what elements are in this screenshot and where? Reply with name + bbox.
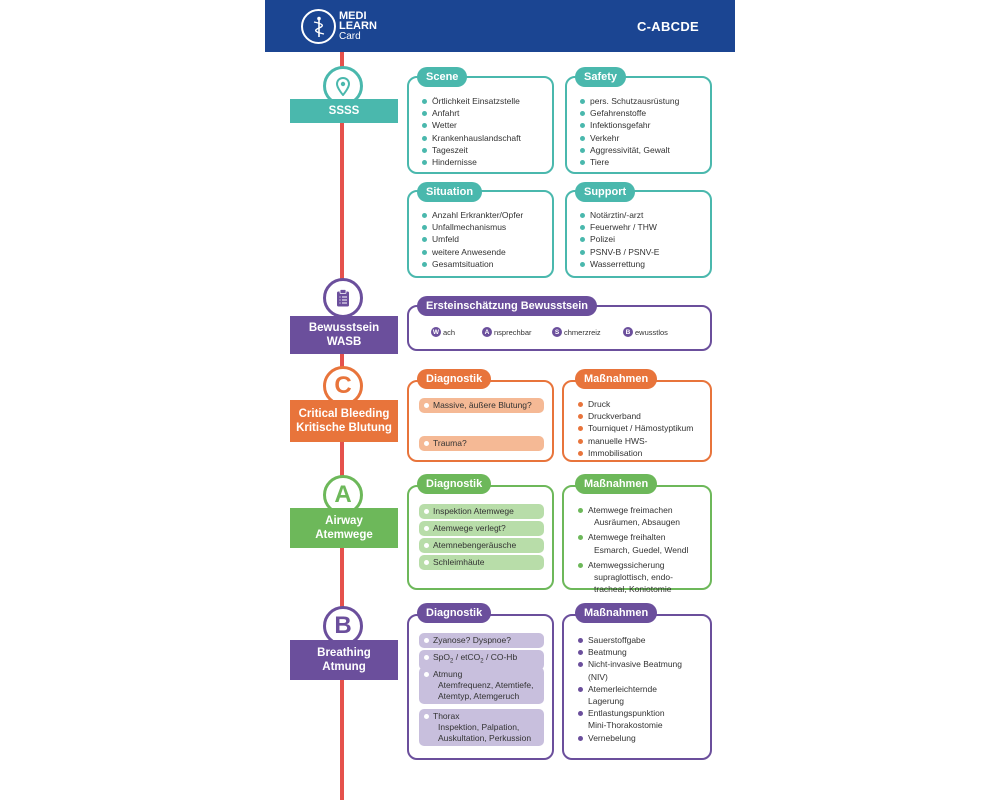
- c-massnahmen-title: Maßnahmen: [575, 369, 658, 389]
- c-diagnostik-title: Diagnostik: [417, 369, 492, 389]
- logo-wordmark: MEDI LEARN: [339, 10, 377, 32]
- section-label-wasb: Bewusstsein WASB: [290, 316, 398, 354]
- caduceus-logo-icon: [301, 9, 336, 44]
- a-diag-item: Atemnebengeräusche: [419, 538, 544, 553]
- c-diag-item: Massive, äußere Blutung?: [419, 398, 544, 413]
- wasb-title: Ersteinschätzung Bewusstsein: [417, 296, 597, 316]
- safety-title: Safety: [575, 67, 627, 87]
- situation-title: Situation: [417, 182, 483, 202]
- c-massnahmen-box: Druck Druckverband Tourniquet / Hämostyp…: [562, 380, 712, 462]
- c-diagnostik-box: Massive, äußere Blutung? Trauma?: [407, 380, 554, 462]
- c-letter-icon: C: [323, 366, 363, 406]
- section-label-ssss: SSSS: [290, 99, 398, 123]
- card-title: C-ABCDE: [636, 19, 699, 34]
- card-header: MEDI LEARN Card C-ABCDE: [265, 0, 735, 52]
- b-diag-item: SpO2 / etCO2 / CO-Hb: [419, 650, 544, 670]
- a-diag-item: Atemwege verlegt?: [419, 521, 544, 536]
- logo-subtitle: Card: [339, 31, 361, 42]
- scene-list: Örtlichkeit Einsatzstelle Anfahrt Wetter…: [422, 95, 521, 168]
- c-massnahmen-list: Druck Druckverband Tourniquet / Hämostyp…: [578, 398, 693, 459]
- scene-box: Örtlichkeit Einsatzstelle Anfahrt Wetter…: [407, 76, 554, 174]
- a-diag-item: Schleimhäute: [419, 555, 544, 570]
- b-massnahmen-list: Sauerstoffgabe Beatmung Nicht-invasive B…: [578, 634, 682, 744]
- section-label-c: Critical Bleeding Kritische Blutung: [290, 400, 398, 442]
- b-diagnostik-box: Zyanose? Dyspnoe? SpO2 / etCO2 / CO-Hb A…: [407, 614, 554, 760]
- medilearn-card: MEDI LEARN Card C-ABCDE SSSS Örtlichkeit…: [265, 0, 735, 800]
- support-list: Notärztin/-arzt Feuerwehr / THW Polizei …: [580, 209, 659, 270]
- b-massnahmen-box: Sauerstoffgabe Beatmung Nicht-invasive B…: [562, 614, 712, 760]
- scene-title: Scene: [417, 67, 468, 87]
- a-massnahmen-title: Maßnahmen: [575, 474, 658, 494]
- support-box: Notärztin/-arzt Feuerwehr / THW Polizei …: [565, 190, 712, 278]
- clipboard-icon: [323, 278, 363, 318]
- b-letter-icon: B: [323, 606, 363, 646]
- c-diag-item: Trauma?: [419, 436, 544, 451]
- a-diag-item: Inspektion Atemwege: [419, 504, 544, 519]
- section-label-b: Breathing Atmung: [290, 640, 398, 680]
- situation-list: Anzahl Erkrankter/Opfer Unfallmechanismu…: [422, 209, 523, 270]
- b-diagnostik-title: Diagnostik: [417, 603, 492, 623]
- safety-list: pers. Schutzausrüstung Gefahrenstoffe In…: [580, 95, 679, 168]
- safety-box: pers. Schutzausrüstung Gefahrenstoffe In…: [565, 76, 712, 174]
- a-diagnostik-title: Diagnostik: [417, 474, 492, 494]
- a-diagnostik-box: Inspektion Atemwege Atemwege verlegt? At…: [407, 485, 554, 590]
- b-diag-item: Zyanose? Dyspnoe?: [419, 633, 544, 648]
- section-label-a: Airway Atemwege: [290, 508, 398, 548]
- situation-box: Anzahl Erkrankter/Opfer Unfallmechanismu…: [407, 190, 554, 278]
- b-massnahmen-title: Maßnahmen: [575, 603, 658, 623]
- support-title: Support: [575, 182, 636, 202]
